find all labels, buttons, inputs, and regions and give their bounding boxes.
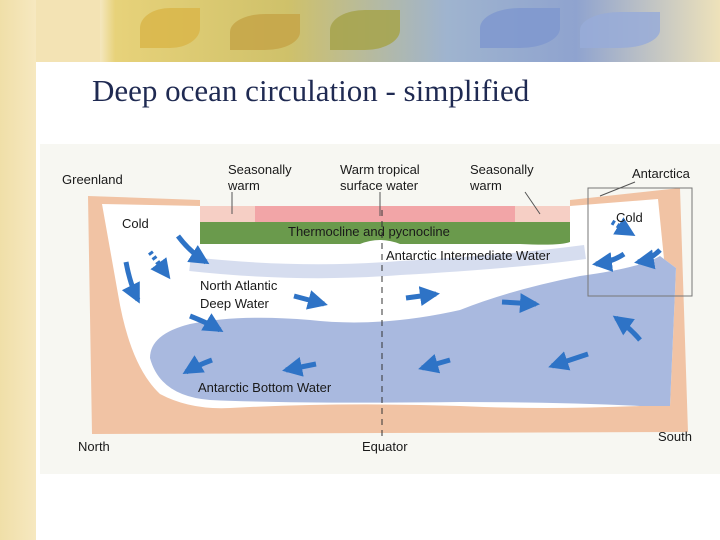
label-seasonally-warm-right-line2: warm [469, 178, 502, 193]
seasonally-warm-layer-right [515, 206, 570, 222]
seasonally-warm-layer-left [200, 206, 255, 222]
ocean-circulation-diagram: Greenland Seasonally warm Warm tropical … [40, 144, 720, 474]
label-seasonally-warm-right-line1: Seasonally [470, 162, 534, 177]
leaf-decoration [230, 14, 300, 50]
slide-title: Deep ocean circulation - simplified [92, 73, 529, 109]
label-nadw-line1: North Atlantic [200, 278, 278, 293]
label-seasonally-warm-left-line2: warm [227, 178, 260, 193]
label-nadw-line2: Deep Water [200, 296, 270, 311]
leaf-decoration [480, 8, 560, 48]
leaf-decoration [330, 10, 400, 50]
warm-tropical-layer [255, 206, 515, 222]
label-equator: Equator [362, 439, 408, 454]
label-seasonally-warm-left-line1: Seasonally [228, 162, 292, 177]
label-cold-right: Cold [616, 210, 643, 225]
arrow-nadw-4 [502, 302, 536, 304]
label-cold-left: Cold [122, 216, 149, 231]
label-aabw: Antarctic Bottom Water [198, 380, 332, 395]
label-antarctic-intermediate: Antarctic Intermediate Water [386, 248, 551, 263]
label-thermocline: Thermocline and pycnocline [288, 224, 450, 239]
label-north: North [78, 439, 110, 454]
slide-sidebar-decoration [0, 0, 36, 540]
leaf-decoration [580, 12, 660, 48]
diagram-svg: Greenland Seasonally warm Warm tropical … [40, 144, 720, 474]
label-greenland: Greenland [62, 172, 123, 187]
label-warm-tropical-line1: Warm tropical [340, 162, 420, 177]
leaf-decoration [140, 8, 200, 48]
label-warm-tropical: Warm tropical surface water [340, 162, 423, 193]
label-warm-tropical-line2: surface water [340, 178, 419, 193]
slide-header-decoration [0, 0, 720, 62]
label-south: South [658, 429, 692, 444]
label-antarctica: Antarctica [632, 166, 691, 181]
